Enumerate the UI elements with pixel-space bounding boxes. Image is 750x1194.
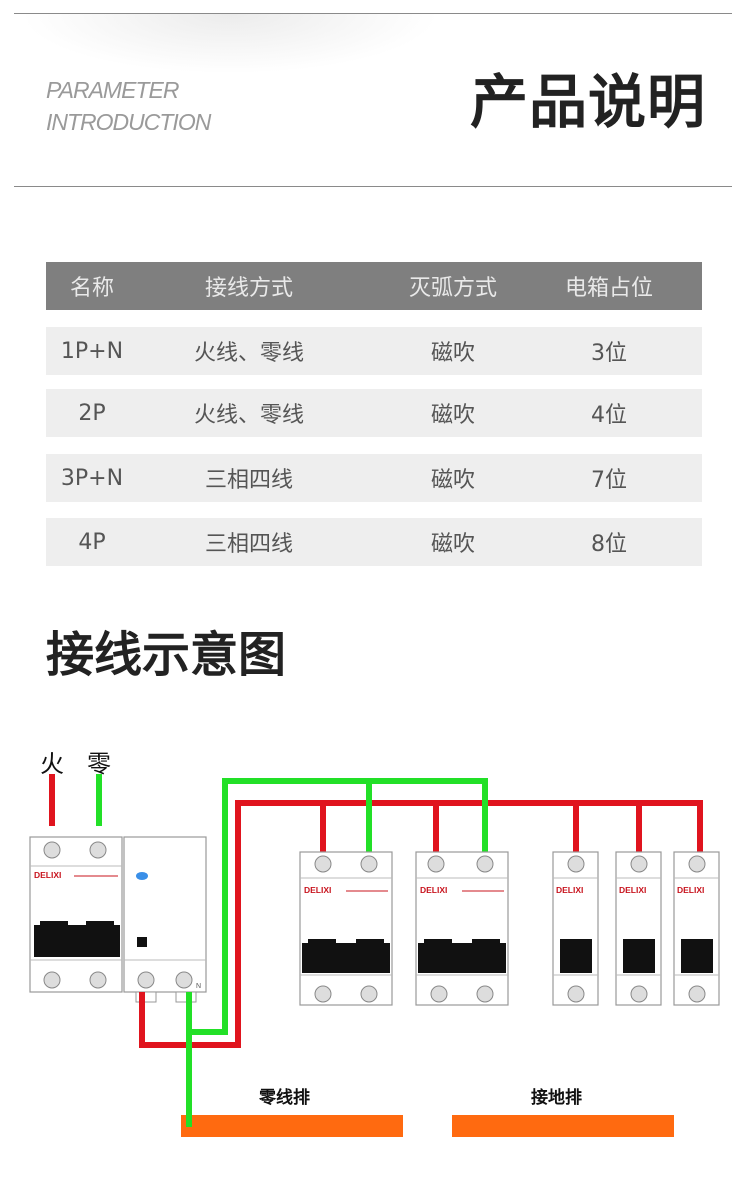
table-row: 1P+N 火线、零线 磁吹 3位 bbox=[46, 327, 702, 375]
brand-label: DELIXI bbox=[677, 885, 704, 895]
table-cell: 磁吹 bbox=[430, 468, 475, 493]
table-row: 2P 火线、零线 磁吹 4位 bbox=[46, 389, 702, 437]
table-cell: 磁吹 bbox=[430, 403, 475, 428]
table-header-row: 名称 接线方式 灭弧方式 电箱占位 bbox=[46, 262, 702, 310]
table-cell: 3位 bbox=[591, 341, 627, 366]
brand-label: DELIXI bbox=[420, 885, 447, 895]
neutral-label: 零 bbox=[87, 750, 111, 778]
header-cell-slots: 电箱占位 bbox=[564, 276, 653, 301]
table-row: 3P+N 三相四线 磁吹 7位 bbox=[46, 454, 702, 502]
neutral-input-wire bbox=[96, 774, 102, 826]
ground-bar bbox=[452, 1115, 674, 1137]
table-cell: 1P+N bbox=[60, 338, 124, 364]
main-breaker: DELIXI bbox=[29, 836, 123, 993]
brand-label: DELIXI bbox=[619, 885, 646, 895]
table-cell: 8位 bbox=[591, 532, 627, 557]
branch-breaker-2pole: DELIXI bbox=[299, 851, 393, 1006]
table-cell: 三相四线 bbox=[204, 468, 293, 493]
neutral-bus bbox=[186, 778, 488, 1126]
branch-breaker-1pole: DELIXI bbox=[552, 851, 599, 1006]
live-label: 火 bbox=[40, 750, 64, 778]
subtitle-line-1: PARAMETER bbox=[46, 77, 179, 103]
header-divider bbox=[14, 186, 732, 187]
header-glow bbox=[20, 14, 440, 74]
subtitle-line-2: INTRODUCTION bbox=[46, 109, 211, 135]
header-subtitle: PARAMETER INTRODUCTION bbox=[46, 74, 211, 138]
table-cell: 3P+N bbox=[60, 465, 124, 491]
ground-bar-label: 接地排 bbox=[531, 1088, 582, 1108]
neutral-bar bbox=[181, 1115, 403, 1137]
table-cell: 4P bbox=[78, 529, 106, 555]
live-input-wire bbox=[49, 774, 55, 826]
table-cell: 7位 bbox=[591, 468, 627, 493]
brand-label: DELIXI bbox=[34, 870, 61, 880]
table-cell: 磁吹 bbox=[430, 532, 475, 557]
table-cell: 2P bbox=[78, 400, 106, 426]
brand-label: DELIXI bbox=[304, 885, 331, 895]
branch-breaker-1pole: DELIXI bbox=[673, 851, 720, 1006]
table-cell: 火线、零线 bbox=[193, 403, 304, 428]
brand-label: DELIXI bbox=[556, 885, 583, 895]
header-cell-name: 名称 bbox=[69, 276, 114, 301]
branch-breaker-1pole: DELIXI bbox=[615, 851, 662, 1006]
page-title: 产品说明 bbox=[470, 68, 707, 136]
table-cell: 4位 bbox=[591, 403, 627, 428]
header-cell-wiring: 接线方式 bbox=[204, 276, 293, 301]
header-cell-arc: 灭弧方式 bbox=[408, 276, 497, 301]
neutral-bar-label: 零线排 bbox=[259, 1088, 310, 1108]
table-row: 4P 三相四线 磁吹 8位 bbox=[46, 518, 702, 566]
table-cell: 三相四线 bbox=[204, 532, 293, 557]
table-cell: 磁吹 bbox=[430, 341, 475, 366]
branch-breaker-2pole: DELIXI bbox=[415, 851, 509, 1006]
neutral-bar-wire bbox=[186, 1115, 192, 1127]
terminal-n-label: N bbox=[196, 983, 201, 990]
rcd-module: N bbox=[123, 836, 207, 1003]
wiring-section-title: 接线示意图 bbox=[46, 627, 287, 683]
table-cell: 火线、零线 bbox=[193, 341, 304, 366]
top-divider bbox=[14, 13, 732, 14]
